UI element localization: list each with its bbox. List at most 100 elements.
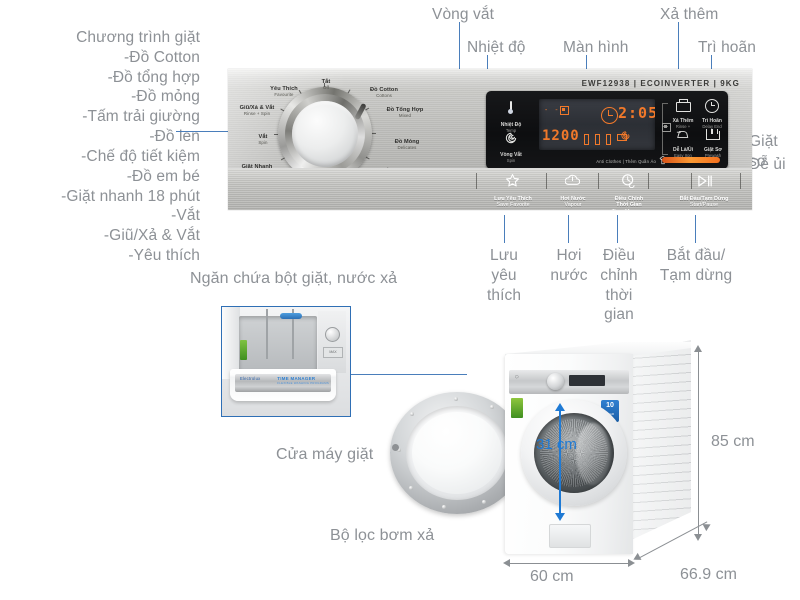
door-bolt [409, 486, 413, 490]
annotation-drawer: Ngăn chứa bột giặt, nước xả [190, 270, 398, 287]
save-favorite-button[interactable]: Lưu Yêu Thích Save Favorite [480, 171, 546, 209]
program-selector-dial[interactable] [274, 83, 376, 185]
door-bolt [454, 397, 458, 401]
display-label-prewash: Giặt Sơ Prewash [703, 147, 722, 158]
drawer-photo: MAX Electrolux TIME MANAGER FLEXIBLE WAS… [222, 307, 350, 416]
dial-label-favourite: Yêu Thích Favourite [270, 85, 298, 98]
leader-drawer [349, 374, 467, 375]
machine-door[interactable] [521, 400, 627, 506]
display-label-rinse-plus: Xả Thêm Rinse + [672, 118, 694, 129]
machine-side-panel [631, 340, 691, 540]
annotation-programs: Chương trình giặt -Đồ Cotton -Đồ tổng hợ… [61, 29, 200, 265]
button-divider [740, 173, 741, 189]
display-label-delay-end: Trì Hoãn Delay End [701, 118, 722, 129]
drawer-release-knob[interactable] [325, 327, 340, 342]
vapour-label: Hơi Nước Vapour [560, 195, 586, 209]
drawer-divider [266, 309, 268, 359]
electrolux-logo: Electrolux [240, 376, 261, 381]
dial-label-off: Tắt Off [321, 78, 331, 91]
height-arrow-top [694, 345, 702, 352]
width-dimension-label: 60 cm [530, 568, 574, 585]
anti-crease-text: Anti Clothes | Thêm Quần Áo [596, 159, 656, 164]
iron-icon [676, 131, 689, 138]
drawer-front-panel[interactable]: Electrolux TIME MANAGER FLEXIBLE WASHING… [230, 369, 336, 401]
dial-label-mixed: Đồ Tổng Hợp Mixed [386, 106, 424, 119]
depth-dimension-label: 66.9 cm [680, 566, 737, 583]
leader-start-pause [695, 215, 696, 243]
button-divider [598, 173, 599, 189]
dial-label-spin: Vắt Spin [258, 133, 268, 146]
door-glass [412, 412, 502, 494]
height-arrow-bottom [694, 534, 702, 541]
annotation-extra-rinse: Xả thêm [660, 6, 719, 23]
pump-filter-flap[interactable] [549, 524, 591, 548]
vapour-cloud-icon [565, 174, 580, 185]
washer-door-open[interactable] [390, 392, 524, 514]
drum-dimension-arrow-bottom [555, 513, 565, 521]
drawer-photo-box: MAX Electrolux TIME MANAGER FLEXIBLE WAS… [221, 306, 351, 417]
time-manager-icon [622, 174, 635, 188]
washing-machine: ⬡ 10 YEAR [505, 340, 691, 555]
time-manager-button[interactable]: Điều Chỉnh Thời Gian Time Manager [602, 171, 656, 210]
drawer-divider [292, 309, 294, 359]
vapour-button[interactable]: Hơi Nước Vapour [550, 171, 596, 209]
annotation-save-favorite: Lưu yêu thích [486, 247, 522, 304]
time-manager-badge: TIME MANAGER FLEXIBLE WASHING PROGRAMS [277, 376, 329, 385]
star-icon [506, 174, 519, 187]
annotation-spin: Vòng vắt [432, 6, 494, 23]
height-dimension-label: 85 cm [711, 433, 755, 450]
annotation-start-pause: Bắt đầu/ Tạm dừng [659, 247, 733, 284]
machine-lcd [569, 375, 605, 386]
spin-spiral-icon [505, 132, 517, 144]
dial-label-rinse-spin: Giũ/Xả & Vắt Rinse + Spin [239, 104, 275, 117]
display-label-temp: Nhiệt Độ Temp [500, 122, 522, 133]
annotation-vapour: Hơi nước [550, 247, 588, 284]
save-favorite-label: Lưu Yêu Thích Save Favorite [494, 195, 532, 209]
annotation-pump-filter: Bộ lọc bơm xả [330, 527, 435, 544]
annotation-screen: Màn hình [563, 39, 629, 56]
start-pause-label: Bắt Đầu/Tạm Dừng Start/Pause [679, 195, 729, 209]
drawer-green-marker [240, 340, 247, 360]
energy-label-sticker [511, 398, 523, 418]
button-divider [476, 173, 477, 189]
door-bolt [482, 500, 486, 504]
model-badge: EWF12938 | ECOINVERTER | 9KG [581, 79, 740, 88]
softener-flap-icon [280, 313, 302, 319]
button-divider [648, 173, 649, 189]
leader-extra-rinse [678, 22, 679, 112]
door-bolt [490, 405, 494, 409]
lcd-temp-placeholder: - - [544, 106, 560, 114]
machine-control-panel[interactable]: ⬡ [509, 370, 629, 394]
lcd-spin-icon [621, 131, 630, 140]
leader-time-manager [617, 215, 618, 243]
clock-icon [705, 99, 719, 113]
machine-drum [540, 419, 608, 487]
lcd-load-icon [560, 106, 569, 115]
door-bolt [410, 412, 414, 416]
annotation-delay-end: Trì hoãn [698, 39, 756, 56]
drum-dimension-line [559, 410, 561, 514]
annotation-temperature: Nhiệt độ [467, 39, 526, 56]
lcd-time-remaining: 2:05 [618, 104, 655, 122]
drawer-tray [239, 316, 317, 371]
lcd-spin-speed: 1200 [542, 128, 580, 144]
lcd-clock-icon [601, 107, 618, 124]
machine-program-dial[interactable] [547, 373, 564, 390]
display-label-easy-iron: Dễ Là/Ủi Easy Iron [672, 147, 693, 158]
drawer-right-compartment [318, 311, 346, 373]
dial-label-delicates: Đồ Mỏng Delicates [394, 138, 420, 151]
door-bolt [397, 448, 401, 452]
dial-label-cottons: Đồ Cotton Cottons [370, 86, 398, 99]
start-pause-button[interactable]: Bắt Đầu/Tạm Dừng Start/Pause [668, 171, 740, 209]
drawer-metal-face [235, 374, 331, 392]
rinse-plus-icon [676, 99, 691, 112]
button-divider [546, 173, 547, 189]
prewash-icon [706, 129, 720, 140]
machine-brand-logo: ⬡ [515, 374, 519, 379]
machine-door-glass [534, 413, 614, 493]
status-progress-bar [662, 157, 720, 163]
annotation-prewash: Giặt sơ [749, 133, 778, 170]
width-arrow-right [628, 559, 635, 567]
drum-dimension-arrow-top [555, 403, 565, 411]
